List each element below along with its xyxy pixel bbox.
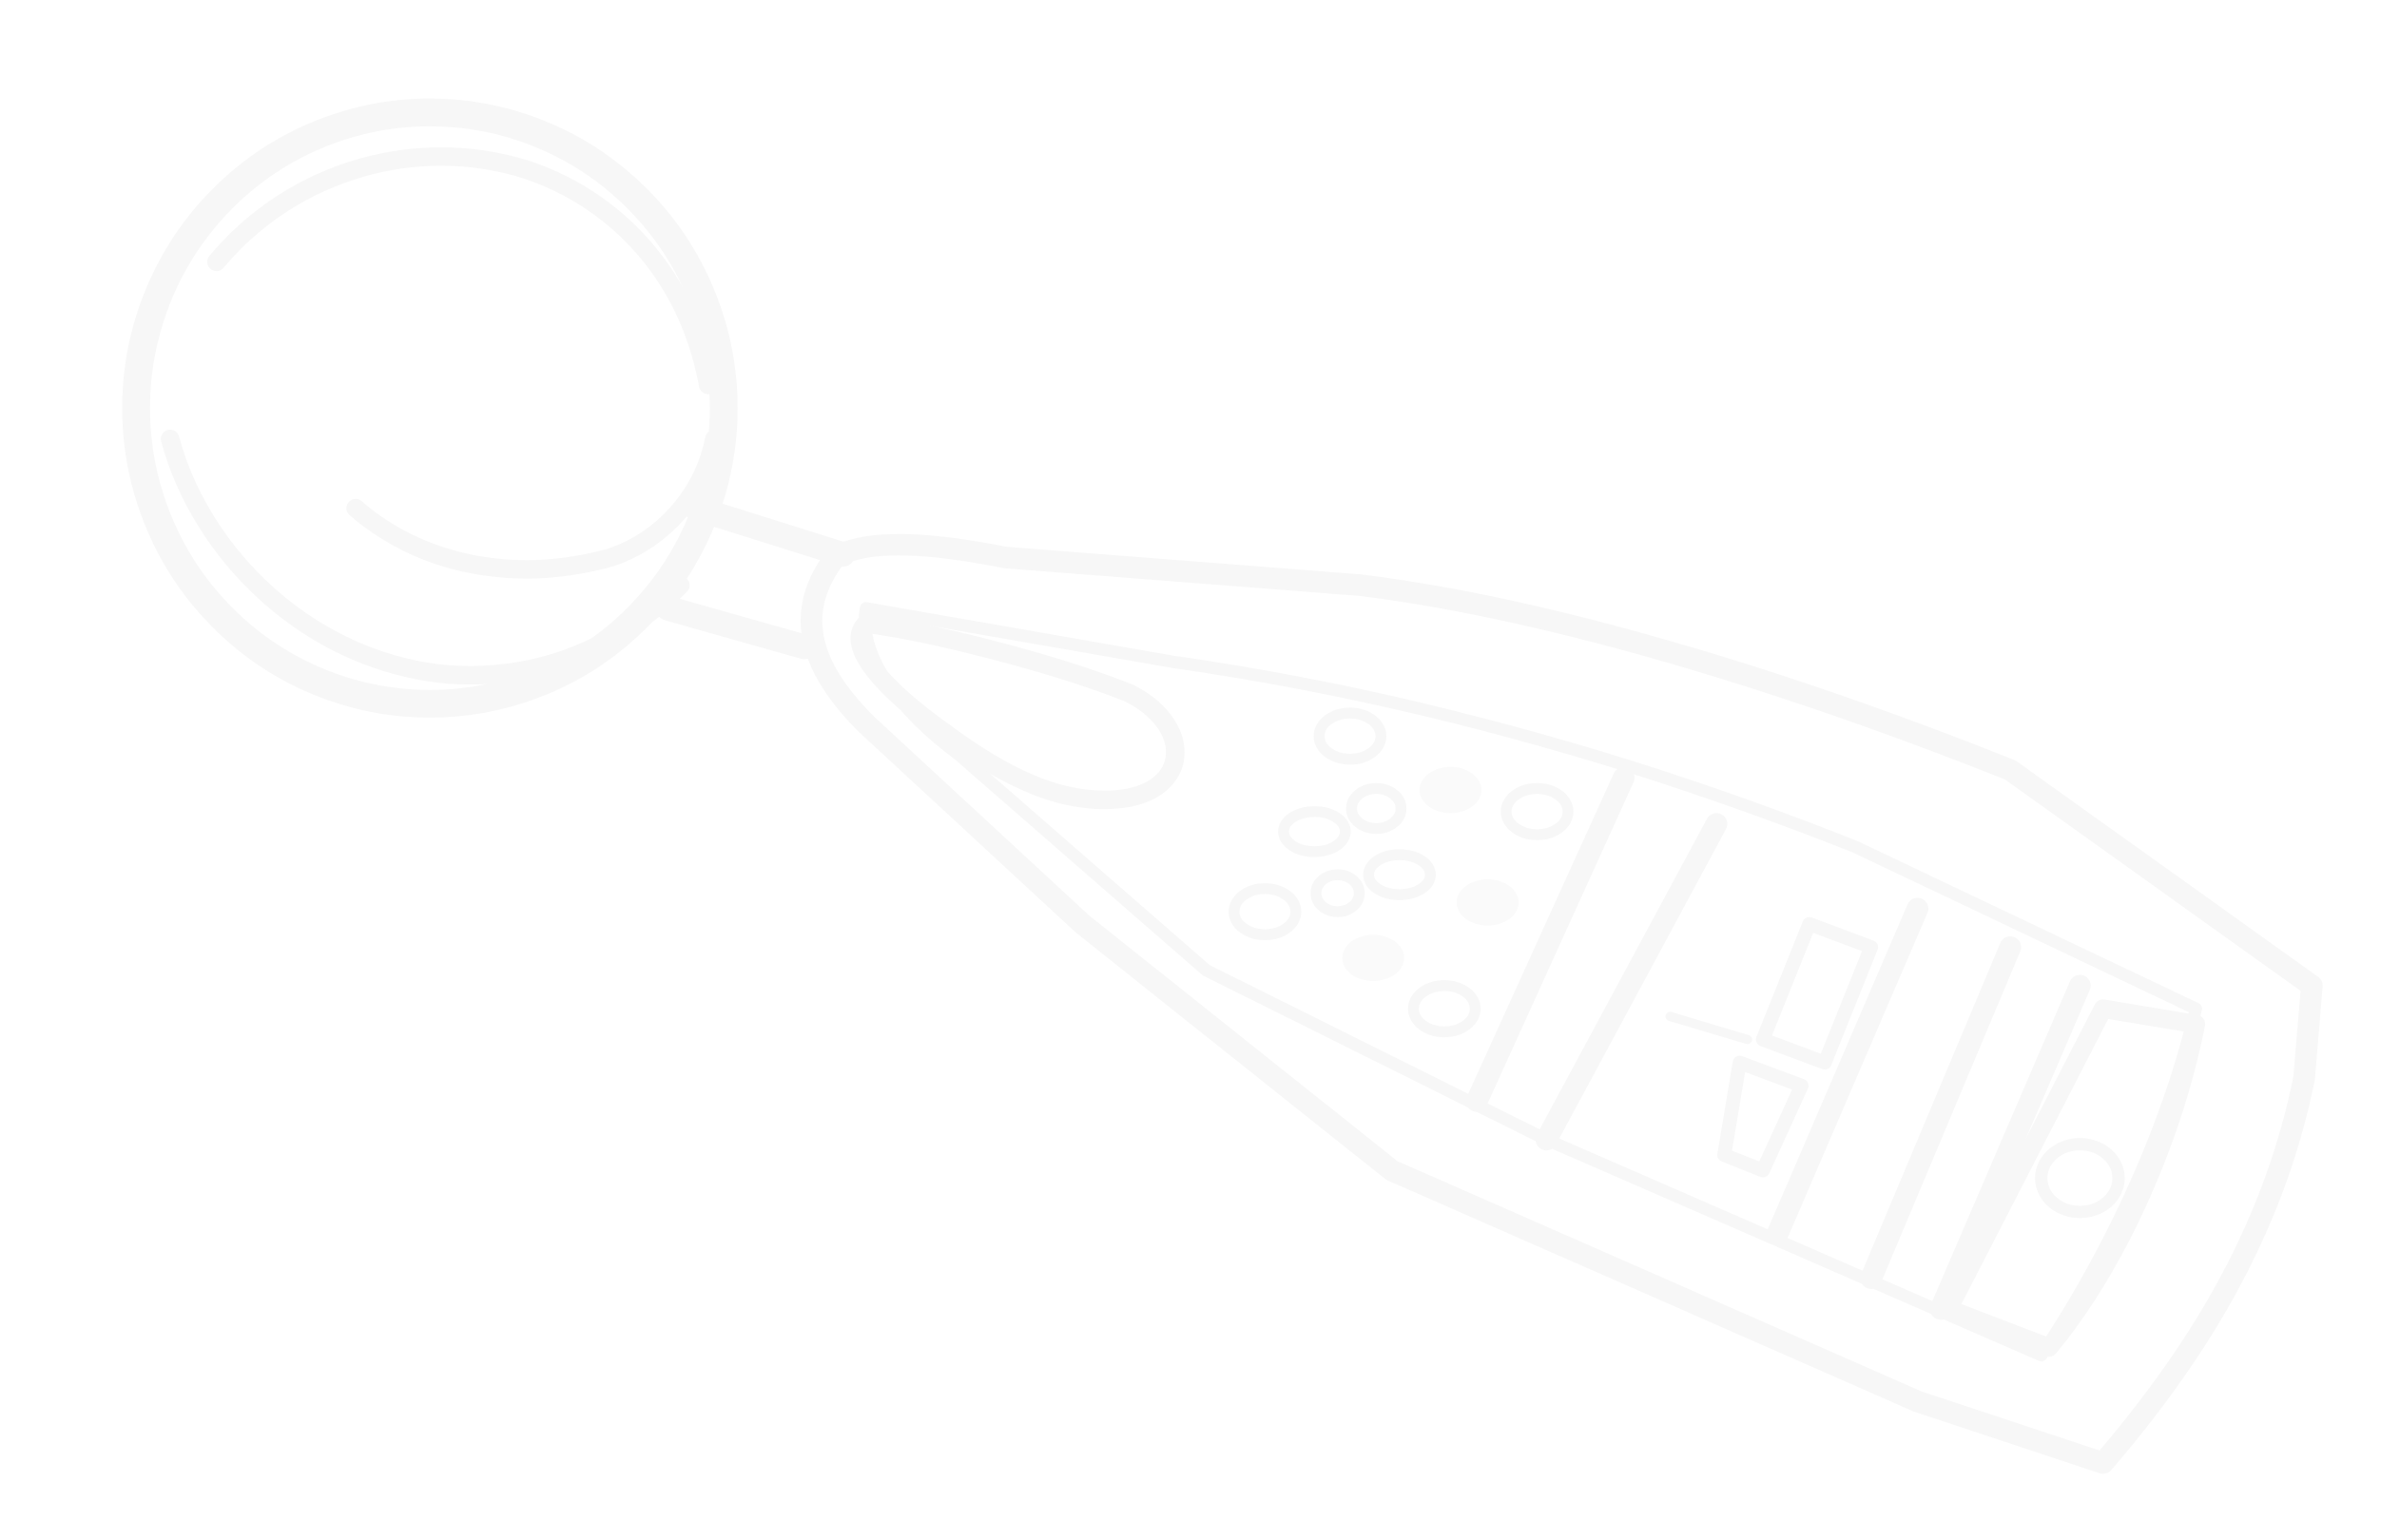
display-segment bbox=[1665, 1011, 1752, 1045]
keypad-button bbox=[1456, 879, 1519, 926]
microphone-neck bbox=[655, 495, 856, 660]
keypad-button bbox=[1500, 782, 1574, 840]
microphone-ball bbox=[122, 98, 738, 718]
microphone-ball-inner-contour bbox=[161, 146, 725, 684]
meter-body bbox=[800, 533, 2323, 1474]
keypad-button bbox=[1310, 869, 1365, 917]
keypad-button bbox=[1363, 849, 1437, 900]
lower-panel-button bbox=[2035, 1138, 2125, 1219]
keypad-button bbox=[1342, 934, 1404, 981]
display-window bbox=[1716, 1055, 1809, 1178]
keypad-button bbox=[1278, 806, 1351, 857]
microphone-ball-outer bbox=[122, 98, 738, 718]
display-window bbox=[1755, 916, 1879, 1070]
lower-panel bbox=[1939, 999, 2206, 1357]
keypad-button bbox=[1313, 707, 1386, 765]
keypad-button bbox=[1407, 980, 1481, 1038]
keypad-button bbox=[1419, 766, 1481, 814]
keypad-button bbox=[1229, 883, 1302, 941]
meter-body-outline bbox=[800, 533, 2323, 1474]
display-area bbox=[1665, 916, 1879, 1178]
panel-divider bbox=[1465, 766, 2091, 1320]
keypad bbox=[1229, 707, 1574, 1038]
grille-oval bbox=[850, 614, 1185, 810]
keypad-button bbox=[1345, 782, 1407, 835]
